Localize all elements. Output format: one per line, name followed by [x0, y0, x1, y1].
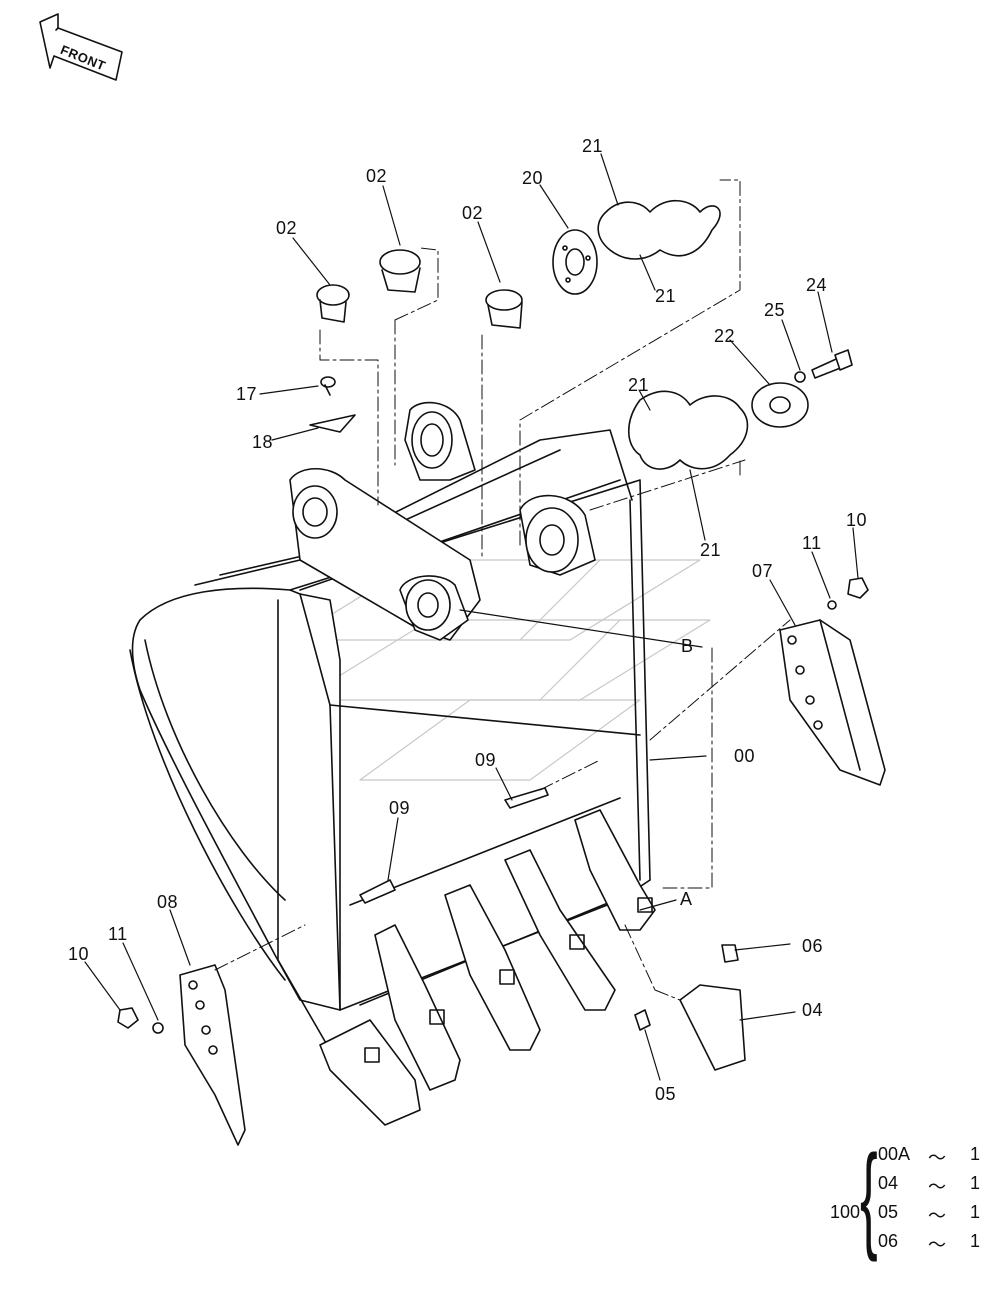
kit-composition: 100 { 00A ～ 1 04 ～ 1 05 ～ 1 06 ～ 1: [830, 1136, 990, 1266]
boss-assembly: [289, 401, 596, 641]
kit-row-qty: 1: [970, 1231, 981, 1251]
callout-09: 09: [389, 798, 411, 818]
callout-02: 02: [276, 218, 298, 238]
kit-row-part: 06: [878, 1231, 899, 1251]
kit-row-sep: ～: [928, 1235, 946, 1255]
callout-09: 09: [475, 750, 497, 770]
front-arrow-icon: [39, 13, 123, 81]
callout-21: 21: [655, 286, 677, 306]
kit-row-part: 04: [878, 1173, 899, 1193]
collar-and-shims: [552, 200, 749, 470]
callout-25: 25: [764, 300, 786, 320]
callout-00: 00: [734, 746, 756, 766]
bushings: [316, 249, 523, 329]
callout-22: 22: [714, 326, 736, 346]
callout-02: 02: [462, 203, 484, 223]
callout-02: 02: [366, 166, 388, 186]
callout-A: A: [680, 889, 693, 909]
kit-row-qty: 1: [970, 1173, 981, 1193]
callout-08: 08: [157, 892, 179, 912]
centerlines: [214, 179, 791, 1001]
callout-07: 07: [752, 561, 774, 581]
bolt-and-plate-17-18: [309, 376, 356, 433]
callout-21: 21: [700, 540, 722, 560]
side-cutter-left: [179, 964, 246, 1146]
callout-06: 06: [802, 936, 824, 956]
leader-lines: [84, 153, 859, 1081]
callout-11: 11: [108, 924, 128, 944]
callout-11: 11: [802, 533, 822, 553]
kit-row-sep: ～: [928, 1148, 946, 1168]
callout-21: 21: [582, 136, 604, 156]
callout-24: 24: [806, 275, 828, 295]
side-cutter-right: [779, 619, 886, 786]
bucket-teeth: [319, 809, 746, 1126]
callout-B: B: [681, 636, 694, 656]
callout-05: 05: [655, 1084, 677, 1104]
callout-10: 10: [846, 510, 868, 530]
kit-row-part: 00A: [878, 1144, 911, 1164]
kit-brace: {: [860, 1131, 878, 1263]
plate-washer-bolt: [751, 349, 853, 428]
callout-21: 21: [628, 375, 650, 395]
kit-row-sep: ～: [928, 1177, 946, 1197]
kit-row-part: 05: [878, 1202, 899, 1222]
callout-20: 20: [522, 168, 544, 188]
kit-row-sep: ～: [928, 1206, 946, 1226]
hardware: [117, 577, 869, 1034]
callout-04: 04: [802, 1000, 824, 1020]
callout-18: 18: [252, 432, 274, 452]
callout-17: 17: [236, 384, 258, 404]
kit-number: 100: [830, 1202, 861, 1222]
callout-10: 10: [68, 944, 90, 964]
kit-row-qty: 1: [970, 1202, 981, 1222]
kit-row-qty: 1: [970, 1144, 981, 1164]
